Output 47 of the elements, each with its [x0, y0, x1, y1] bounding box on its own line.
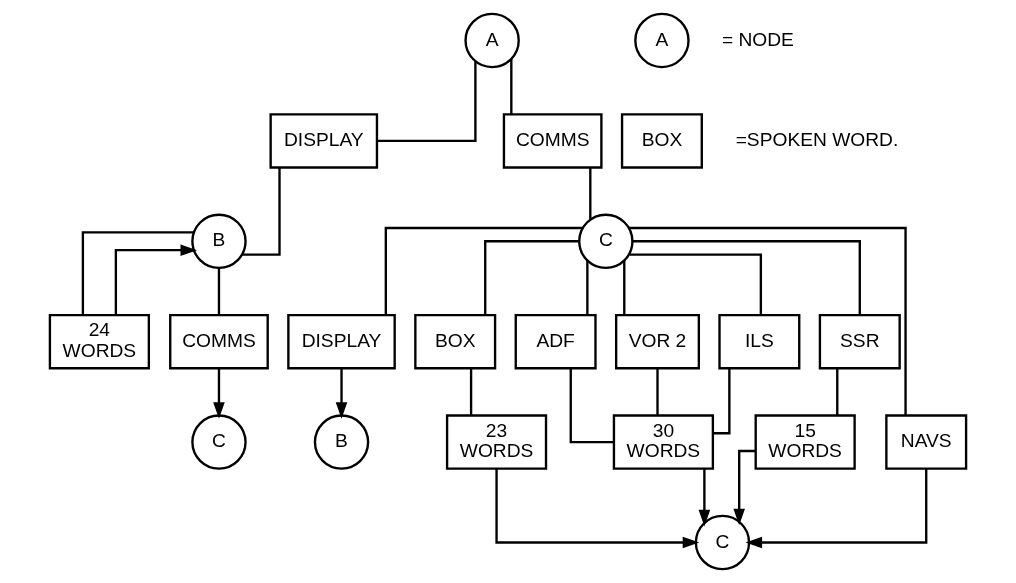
connector — [629, 253, 763, 316]
connector — [484, 240, 580, 315]
node-box: COMMS — [502, 113, 603, 169]
connector — [510, 58, 513, 115]
node-box: VOR 2 — [615, 313, 700, 370]
node-box: 23 WORDS — [445, 414, 548, 470]
node-circle: A — [464, 12, 520, 69]
connector — [569, 368, 614, 444]
connector — [377, 61, 477, 143]
node-circle: C — [191, 414, 247, 470]
node-box: ILS — [718, 313, 801, 370]
connector — [632, 240, 861, 315]
node-box: 15 WORDS — [754, 414, 856, 470]
node-box: ADF — [514, 313, 597, 370]
arrow — [698, 469, 711, 527]
node-box: SSR — [818, 313, 901, 370]
connector — [586, 260, 589, 315]
connector — [81, 231, 194, 315]
connector — [384, 226, 583, 315]
node-box: COMMS — [169, 313, 269, 370]
node-box: DISPLAY — [269, 113, 379, 169]
node-label: = NODE — [721, 28, 794, 50]
node-circle: B — [313, 414, 370, 470]
node-circle: C — [578, 213, 634, 270]
node-box: BOX — [620, 113, 703, 169]
arrow — [495, 469, 700, 549]
arrow — [335, 368, 348, 419]
node-label: =SPOKEN WORD. — [735, 128, 899, 150]
node-box: DISPLAY — [287, 313, 396, 370]
arrow — [114, 244, 198, 315]
node-box: BOX — [414, 313, 497, 370]
connector — [628, 226, 907, 416]
node-box: 30 WORDS — [612, 414, 715, 470]
arrow — [745, 469, 928, 549]
arrow — [213, 368, 225, 419]
connector — [589, 167, 592, 220]
connector — [656, 368, 659, 416]
node-circle: B — [191, 213, 247, 270]
node-box: 24 WORDS — [48, 313, 150, 370]
connector — [217, 268, 221, 315]
connector — [469, 368, 473, 416]
connector — [623, 260, 626, 315]
node-circle: A — [634, 12, 690, 69]
connector — [242, 167, 281, 256]
node-circle: C — [694, 514, 751, 571]
connector — [836, 368, 839, 416]
node-box: NAVS — [885, 414, 968, 470]
